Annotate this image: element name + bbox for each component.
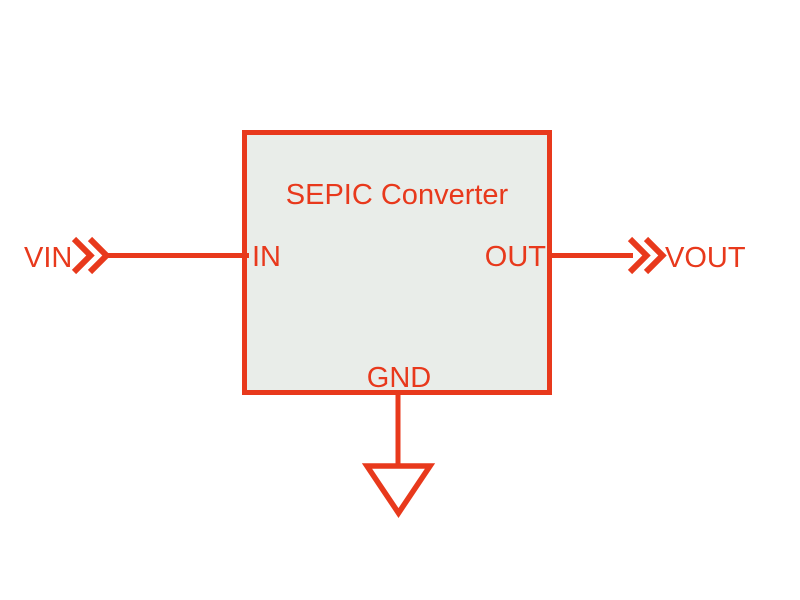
pin-label-in: IN	[252, 241, 281, 273]
input-chevron-icon	[71, 236, 111, 275]
net-label-vin: VIN	[24, 242, 72, 274]
pin-label-gnd: GND	[367, 362, 431, 394]
net-label-vout: VOUT	[665, 242, 746, 274]
output-chevron-icon	[627, 236, 667, 275]
block-title: SEPIC Converter	[286, 179, 509, 211]
ground-symbol-icon	[361, 463, 436, 518]
converter-block	[242, 130, 552, 395]
pin-label-out: OUT	[485, 241, 547, 273]
